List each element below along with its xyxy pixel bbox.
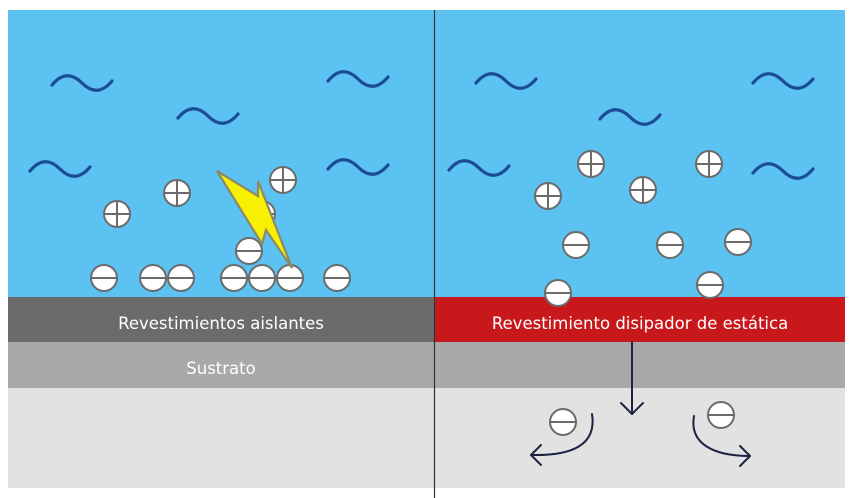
insulating-coating-label: Revestimientos aislantes [118, 314, 324, 333]
minus-circle-icon [544, 279, 572, 307]
minus-circle-icon [220, 264, 248, 292]
plus-circle-icon [103, 200, 131, 228]
minus-circle-icon [323, 264, 351, 292]
left-substrate [8, 342, 434, 388]
minus-circle-icon [562, 231, 590, 259]
arrow-down-icon [620, 341, 644, 415]
left-base [8, 388, 434, 488]
plus-circle-icon [269, 166, 297, 194]
left-panel [8, 10, 434, 488]
substrate-label: Sustrato [186, 359, 256, 378]
plus-circle-icon [534, 182, 562, 210]
minus-circle-icon [724, 228, 752, 256]
minus-circle-icon [167, 264, 195, 292]
plus-circle-icon [695, 150, 723, 178]
arrow-curve-left-icon [530, 413, 594, 466]
right-substrate [435, 342, 845, 388]
right-dissipative-coating [435, 297, 845, 342]
minus-circle-icon [656, 231, 684, 259]
minus-circle-icon [276, 264, 304, 292]
lightning-bolt-icon [216, 170, 294, 269]
left-water [8, 10, 434, 297]
right-base [435, 388, 845, 488]
minus-circle-icon [549, 408, 577, 436]
minus-circle-icon [235, 237, 263, 265]
plus-circle-icon [577, 150, 605, 178]
right-water [435, 10, 845, 297]
dissipative-coating-label: Revestimiento disipador de estática [491, 314, 789, 333]
arrow-curve-right-icon [692, 415, 751, 467]
minus-circle-icon [90, 264, 118, 292]
minus-circle-icon [707, 401, 735, 429]
minus-circle-icon [248, 264, 276, 292]
right-panel [435, 10, 845, 488]
discharge-arrows [530, 341, 751, 467]
plus-circle-icon [629, 176, 657, 204]
minus-circle-icon [139, 264, 167, 292]
plus-circle-icon [163, 179, 191, 207]
minus-circle-icon [696, 271, 724, 299]
left-insulating-coating [8, 297, 434, 342]
